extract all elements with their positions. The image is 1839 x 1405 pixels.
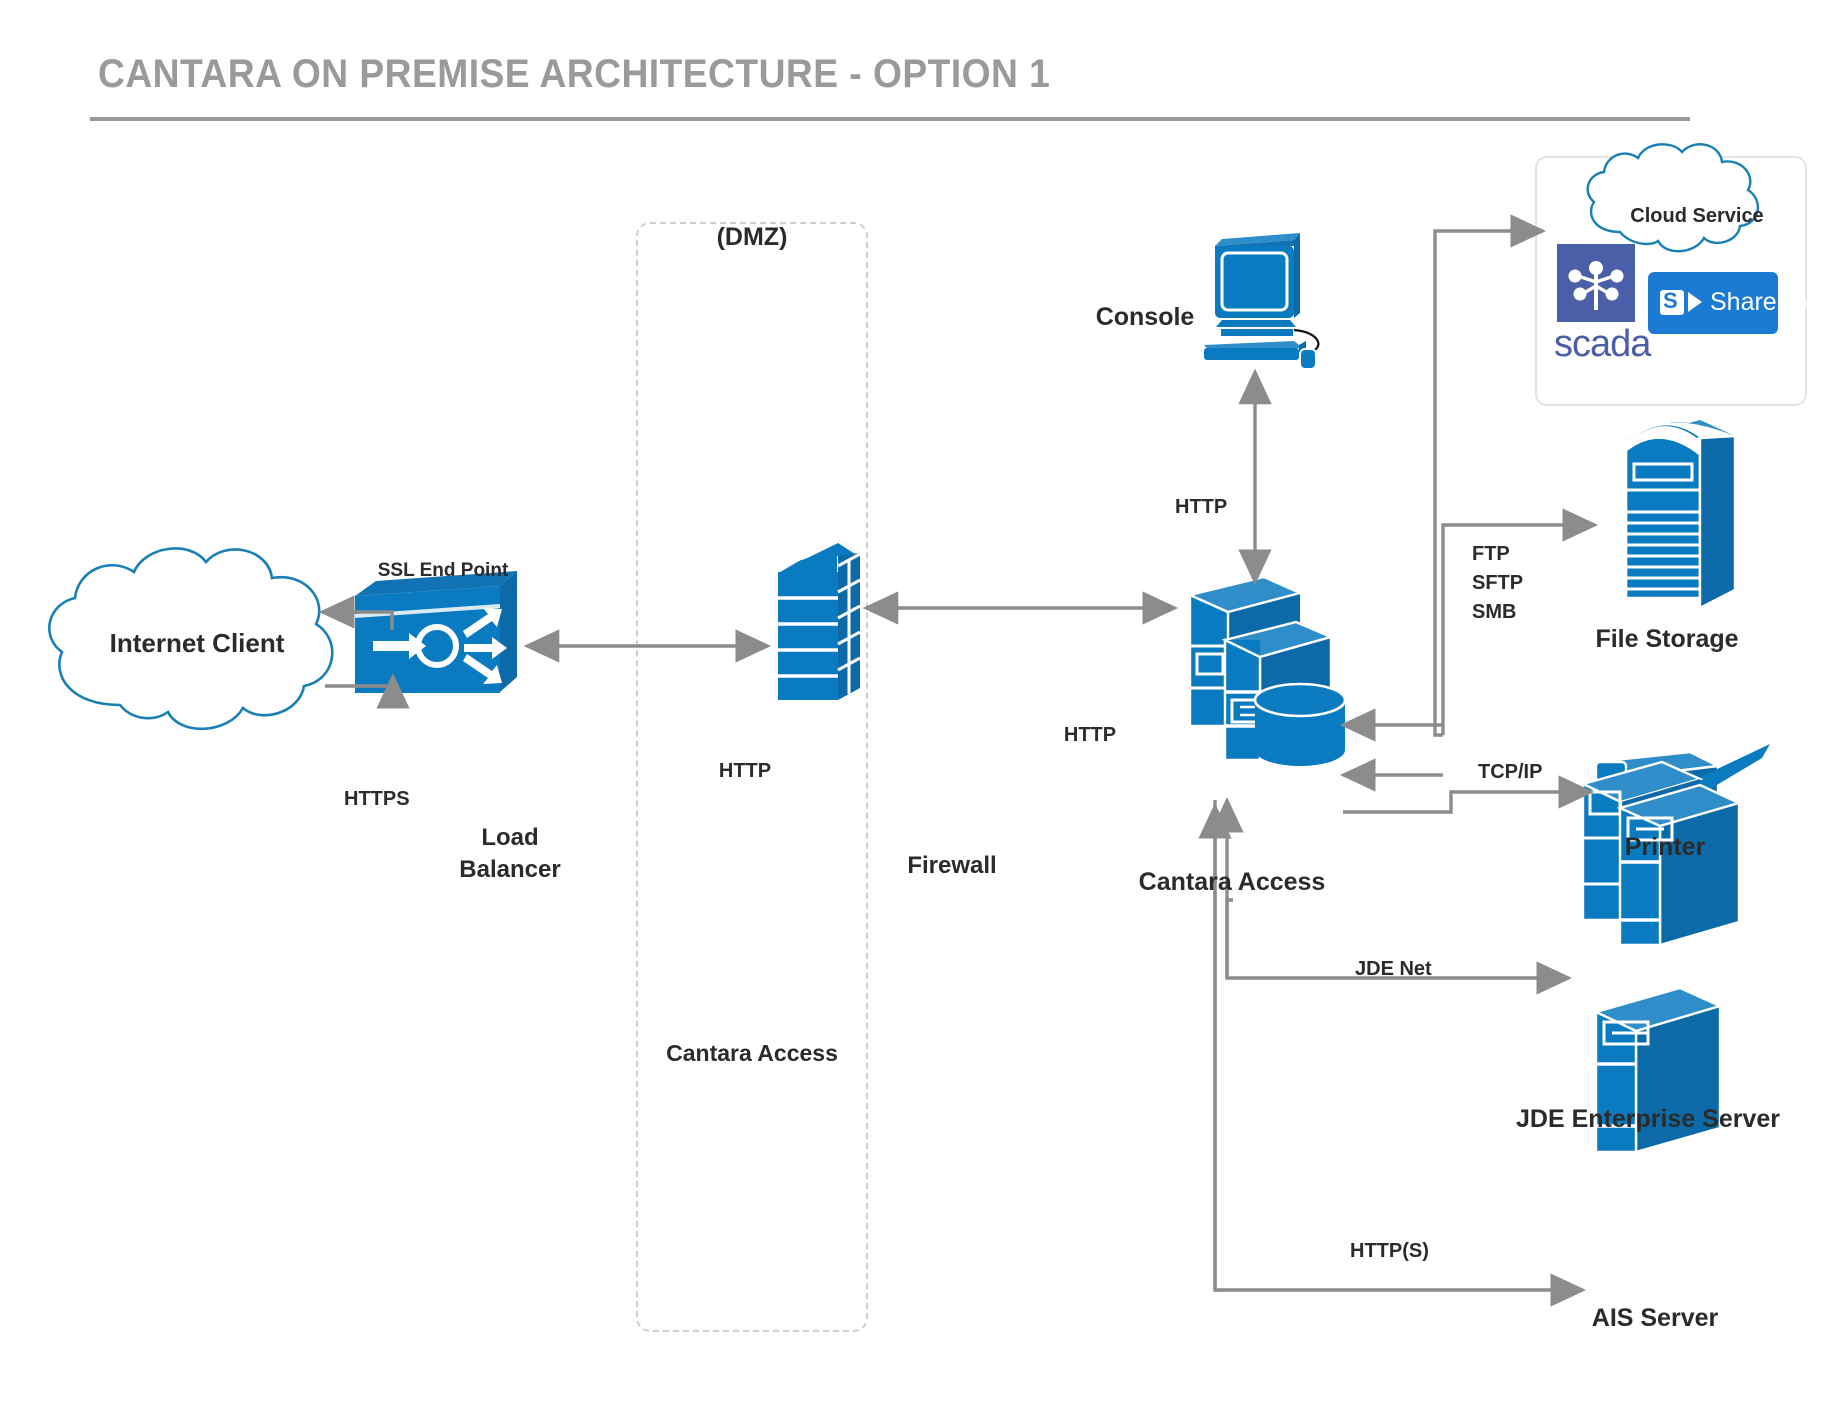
scada-label: scada <box>1554 323 1651 365</box>
load-balancer-label-2: Balancer <box>459 856 561 883</box>
title-divider <box>90 117 1690 121</box>
sharepoint-logo-icon <box>1648 272 1778 334</box>
page-title: CANTARA ON PREMISE ARCHITECTURE - OPTION… <box>98 52 1051 96</box>
https-label: HTTPS <box>344 788 410 810</box>
jde-net-label: JDE Net <box>1355 958 1432 980</box>
sharepoint-badge: S <box>1663 288 1678 313</box>
connector-lines <box>318 214 1599 1307</box>
cloud-service-label: Cloud Service <box>1630 205 1764 227</box>
cantara-access-label: Cantara Access <box>1138 868 1326 896</box>
ais-server-label: AIS Server <box>1591 1304 1719 1332</box>
http-lb-firewall-label: HTTP <box>718 760 772 782</box>
file-storage-label: File Storage <box>1595 625 1739 653</box>
firewall-label: Firewall <box>907 852 997 879</box>
file-storage-tower-icon <box>1624 420 1737 610</box>
tcpip-label: TCP/IP <box>1478 761 1543 783</box>
jde-enterprise-server-label: JDE Enterprise Server <box>1515 1105 1781 1133</box>
server-stack-icon <box>1186 575 1347 766</box>
arrow-cantara-to-cloud <box>1433 214 1547 737</box>
ssl-end-point-label: SSL End Point <box>377 560 509 581</box>
database-cylinder-icon <box>1253 682 1347 766</box>
printer-label: Printer <box>1624 833 1706 861</box>
sftp-label: SFTP <box>1472 572 1524 594</box>
server-pair-icon <box>1579 760 1743 947</box>
arrow-lb-to-client <box>318 595 394 630</box>
scada-logo-icon <box>1557 244 1635 322</box>
firewall-brick-icon <box>777 538 861 701</box>
cloud-service-cloud-icon <box>1586 143 1759 253</box>
smb-label: SMB <box>1472 601 1517 623</box>
dmz-zone-box <box>636 222 868 1332</box>
arrow-client-to-lb <box>325 672 410 709</box>
server-icon <box>1592 986 1724 1154</box>
ftp-label: FTP <box>1472 543 1510 565</box>
dmz-sublabel: Cantara Access <box>666 1040 838 1066</box>
arrow-cantara-printer-tcpip <box>1343 775 1595 814</box>
desktop-computer-icon <box>1204 233 1320 370</box>
internet-client-label: Internet Client <box>109 628 285 658</box>
arrow-cantara-to-file-storage <box>1441 508 1599 735</box>
sharepoint-label: SharePoint <box>1710 288 1834 316</box>
http-firewall-cantara-label: HTTP <box>1063 724 1117 746</box>
dmz-label: (DMZ) <box>716 223 788 251</box>
cloud-icon <box>48 547 334 731</box>
console-label: Console <box>1095 303 1195 331</box>
load-balancer-icon <box>355 571 517 693</box>
http-console-label: HTTP <box>1175 496 1228 518</box>
https-ais-label: HTTP(S) <box>1350 1240 1429 1262</box>
load-balancer-label-1: Load <box>481 824 539 851</box>
